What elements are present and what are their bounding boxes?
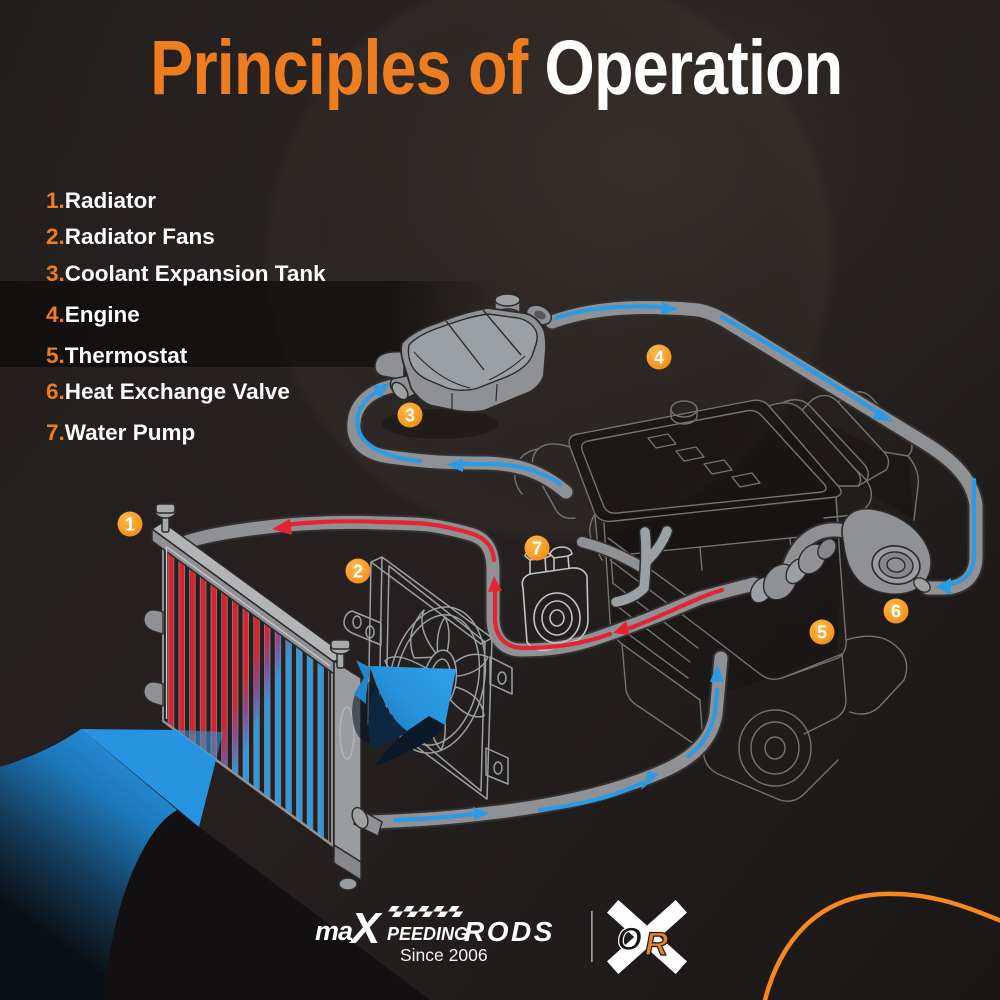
svg-text:Since 2006: Since 2006: [400, 945, 488, 965]
svg-text:1: 1: [125, 515, 135, 535]
svg-text:7: 7: [532, 539, 542, 559]
svg-text:3: 3: [405, 406, 415, 426]
svg-text:X: X: [348, 904, 383, 953]
svg-text:PEEDING: PEEDING: [387, 924, 468, 944]
svg-text:RODS: RODS: [464, 916, 555, 947]
svg-text:4: 4: [654, 348, 664, 368]
svg-text:ma: ma: [315, 916, 353, 946]
svg-text:6: 6: [891, 602, 901, 622]
svg-text:2: 2: [353, 562, 363, 582]
svg-text:O: O: [617, 921, 642, 957]
svg-text:R: R: [645, 926, 668, 962]
svg-text:5: 5: [817, 623, 827, 643]
